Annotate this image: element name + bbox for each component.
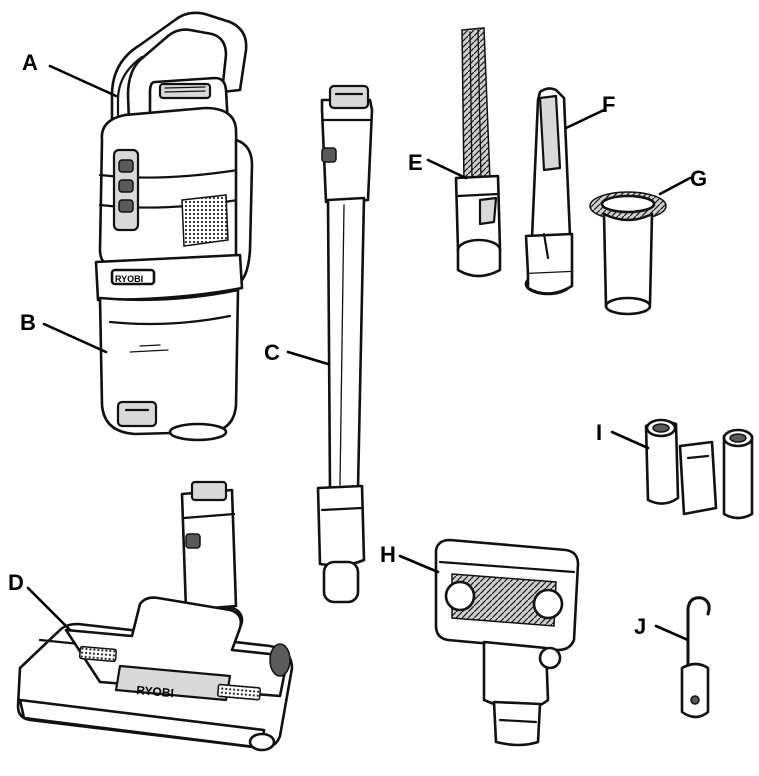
leader-g: [658, 176, 692, 196]
crevice-tool: [524, 87, 574, 296]
leader-c: [286, 350, 330, 366]
leader-f: [564, 108, 606, 130]
leader-i: [610, 430, 650, 450]
label-d: D: [8, 570, 24, 595]
label-c: C: [264, 340, 280, 365]
round-brush: [589, 191, 667, 316]
leader-d: [26, 586, 72, 632]
label-e: E: [408, 150, 423, 175]
brand-mark-nozzle: RYOBI: [136, 683, 175, 700]
label-h: H: [380, 542, 396, 567]
cleaning-hook: [680, 596, 711, 719]
leader-h: [398, 554, 440, 574]
brand-mark-motor: RYOBI: [115, 274, 143, 284]
leader-e: [426, 158, 468, 180]
leader-a: [48, 64, 118, 98]
label-g: G: [690, 166, 707, 191]
floor-nozzle: RYOBI: [16, 480, 294, 752]
label-i: I: [596, 420, 602, 445]
motor-unit: RYOBI: [94, 11, 254, 442]
leader-j: [654, 624, 690, 642]
label-b: B: [20, 310, 36, 335]
label-j: J: [634, 614, 646, 639]
leader-b: [42, 322, 108, 354]
label-f: F: [602, 92, 615, 117]
extension-wand: [316, 84, 374, 604]
pet-tool: [434, 538, 580, 747]
label-a: A: [22, 50, 38, 75]
dust-bin: [98, 288, 240, 436]
storage-clip: [644, 418, 754, 520]
dusting-brush: [454, 27, 502, 278]
